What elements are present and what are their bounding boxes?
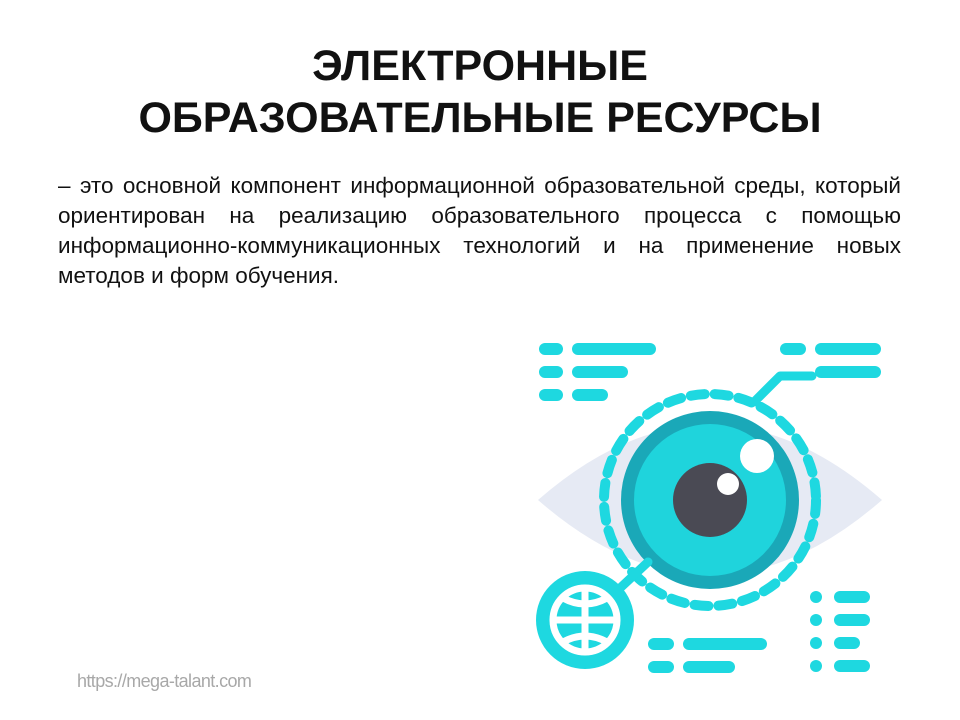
pupil [673, 463, 747, 537]
text-lines-top-right-icon [780, 343, 881, 378]
slide-title: ЭЛЕКТРОННЫЕ ОБРАЗОВАТЕЛЬНЫЕ РЕСУРСЫ [0, 40, 960, 144]
watermark-url: https://mega-talant.com [77, 671, 252, 691]
eye-technology-icon [536, 343, 882, 673]
text-lines-bottom-right-icon [810, 591, 870, 672]
text-lines-bottom-center-icon [648, 638, 767, 673]
slide-title-line-2: ОБРАЗОВАТЕЛЬНЫЕ РЕСУРСЫ [138, 94, 822, 142]
definition-text: – это основной компонент информационной … [58, 173, 901, 288]
text-lines-top-left-icon [539, 343, 656, 401]
dashed-ring [599, 389, 821, 611]
globe-connector [613, 557, 653, 595]
reflection-large [740, 439, 774, 473]
slide-title-line-1: ЭЛЕКТРОННЫЕ [312, 42, 648, 90]
globe-icon [536, 571, 634, 669]
reflection-small [717, 473, 739, 495]
connector-line [749, 371, 817, 407]
